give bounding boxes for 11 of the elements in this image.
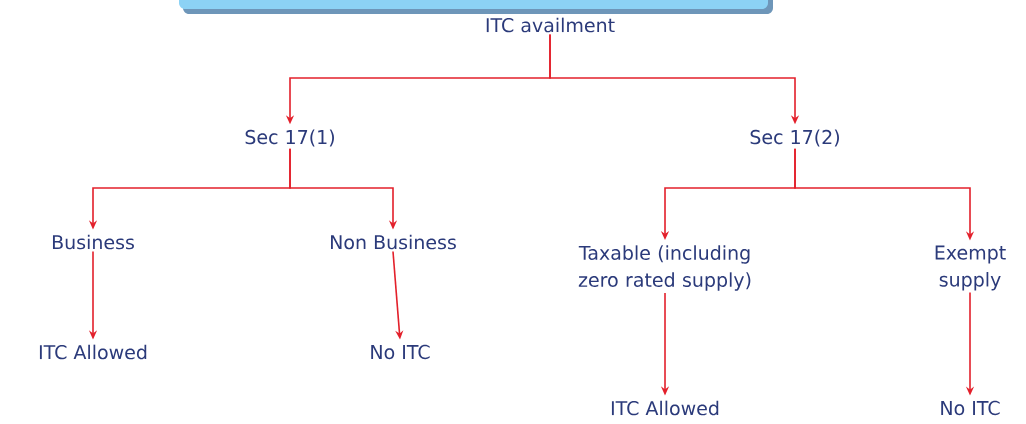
node-label: Sec 17(1) (245, 129, 334, 147)
node-label: Sec 17(2) (750, 129, 839, 147)
node-label: Exempt supply (935, 245, 1006, 291)
node-label: No ITC (941, 400, 1000, 416)
node-label: Taxable (including zero rated supply) (578, 245, 751, 291)
node-label: ITC Allowed (39, 344, 147, 360)
node-label: ITC availment (486, 17, 615, 33)
node-label: Non Business (331, 234, 456, 250)
node-label: ITC Allowed (611, 400, 719, 416)
node-label: Business (53, 234, 134, 250)
node-label: No ITC (371, 344, 430, 360)
